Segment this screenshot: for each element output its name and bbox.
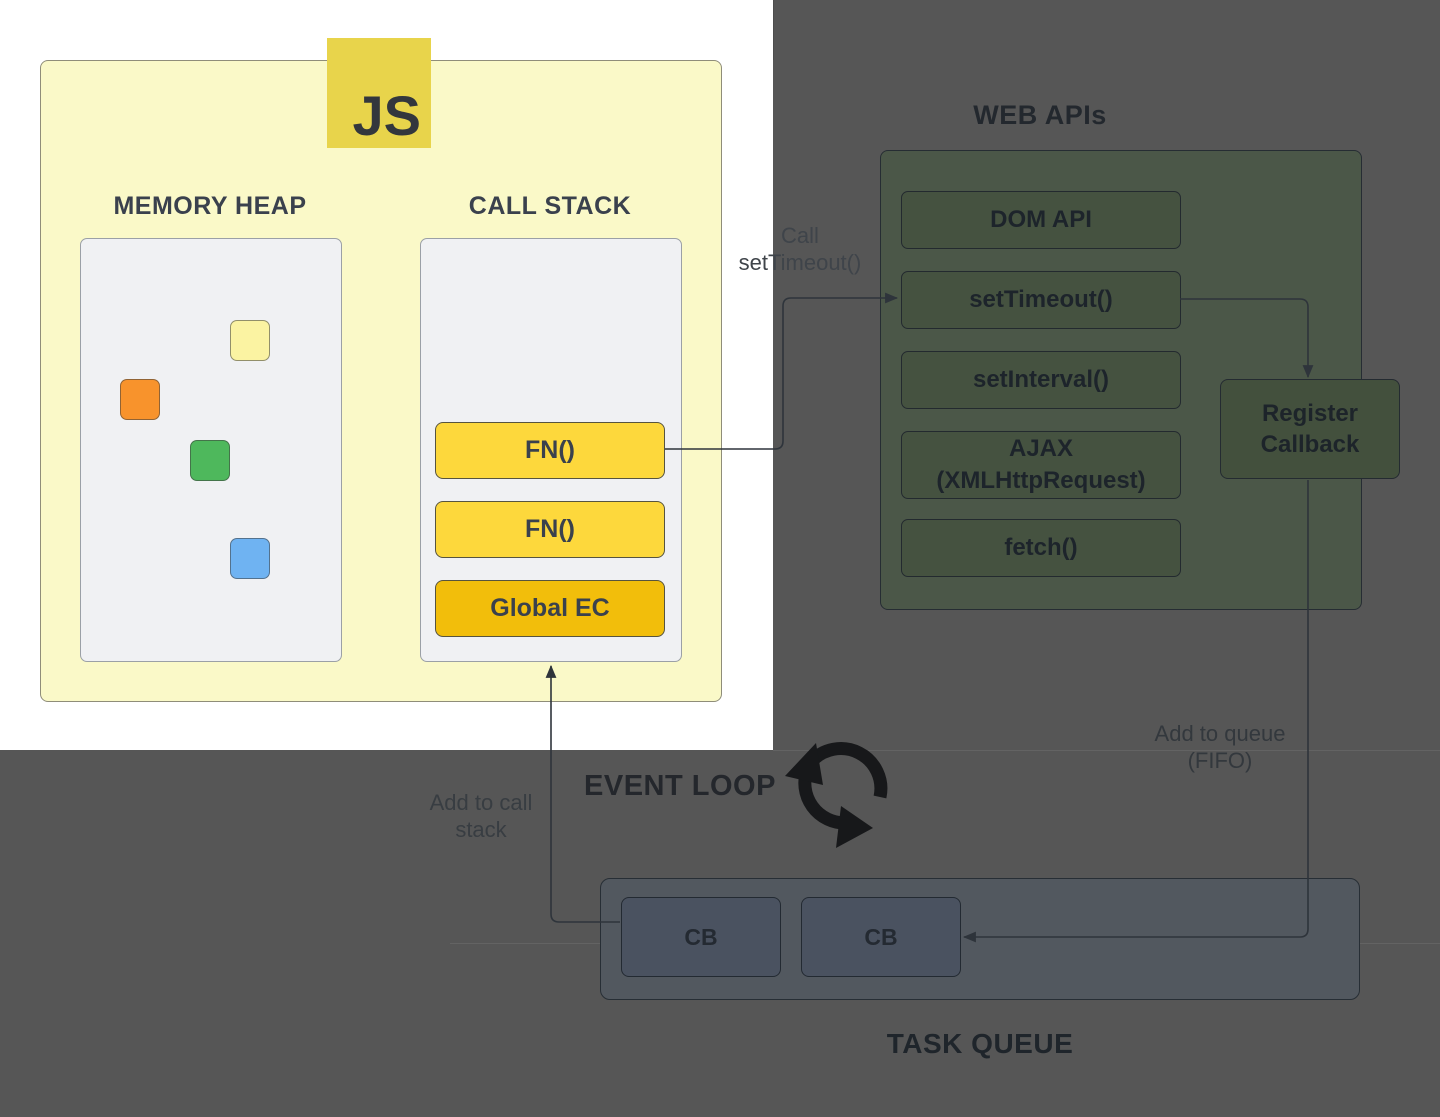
web-api-ajax: AJAX (XMLHttpRequest) <box>901 431 1181 499</box>
overlay-seam-vertical <box>773 0 774 60</box>
web-api-settimeout: setTimeout() <box>901 271 1181 329</box>
web-api-setinterval: setInterval() <box>901 351 1181 409</box>
stack-frame-global-ec: Global EC <box>435 580 665 637</box>
heap-block-yellow <box>230 320 270 361</box>
js-logo-badge: JS <box>327 38 431 148</box>
label-call-settimeout: Call setTimeout() <box>738 223 862 275</box>
call-stack-panel: FN() FN() Global EC <box>420 238 682 662</box>
js-logo-text: JS <box>352 84 422 147</box>
web-api-fetch: fetch() <box>901 519 1181 577</box>
task-queue-callback-2: CB <box>801 897 961 977</box>
label-add-to-call-stack: Add to call stack <box>429 790 533 842</box>
memory-heap-title: MEMORY HEAP <box>113 192 307 220</box>
memory-heap-panel <box>80 238 342 662</box>
task-queue-title: TASK QUEUE <box>886 1028 1074 1059</box>
heap-block-green <box>190 440 230 481</box>
call-stack-title: CALL STACK <box>468 192 632 220</box>
event-loop-title: EVENT LOOP <box>584 770 776 802</box>
web-apis-title: WEB APIs <box>973 100 1107 130</box>
register-callback-box: Register Callback <box>1220 379 1400 479</box>
heap-block-orange <box>120 379 160 420</box>
web-api-dom-api: DOM API <box>901 191 1181 249</box>
stack-frame-fn-top: FN() <box>435 422 665 479</box>
heap-block-blue <box>230 538 270 579</box>
task-queue-callback-1: CB <box>621 897 781 977</box>
overlay-seam-horizontal-top <box>773 750 1440 751</box>
stack-frame-fn: FN() <box>435 501 665 558</box>
task-queue-panel: CB CB <box>600 878 1360 1000</box>
label-add-to-queue: Add to queue (FIFO) <box>1154 721 1286 773</box>
